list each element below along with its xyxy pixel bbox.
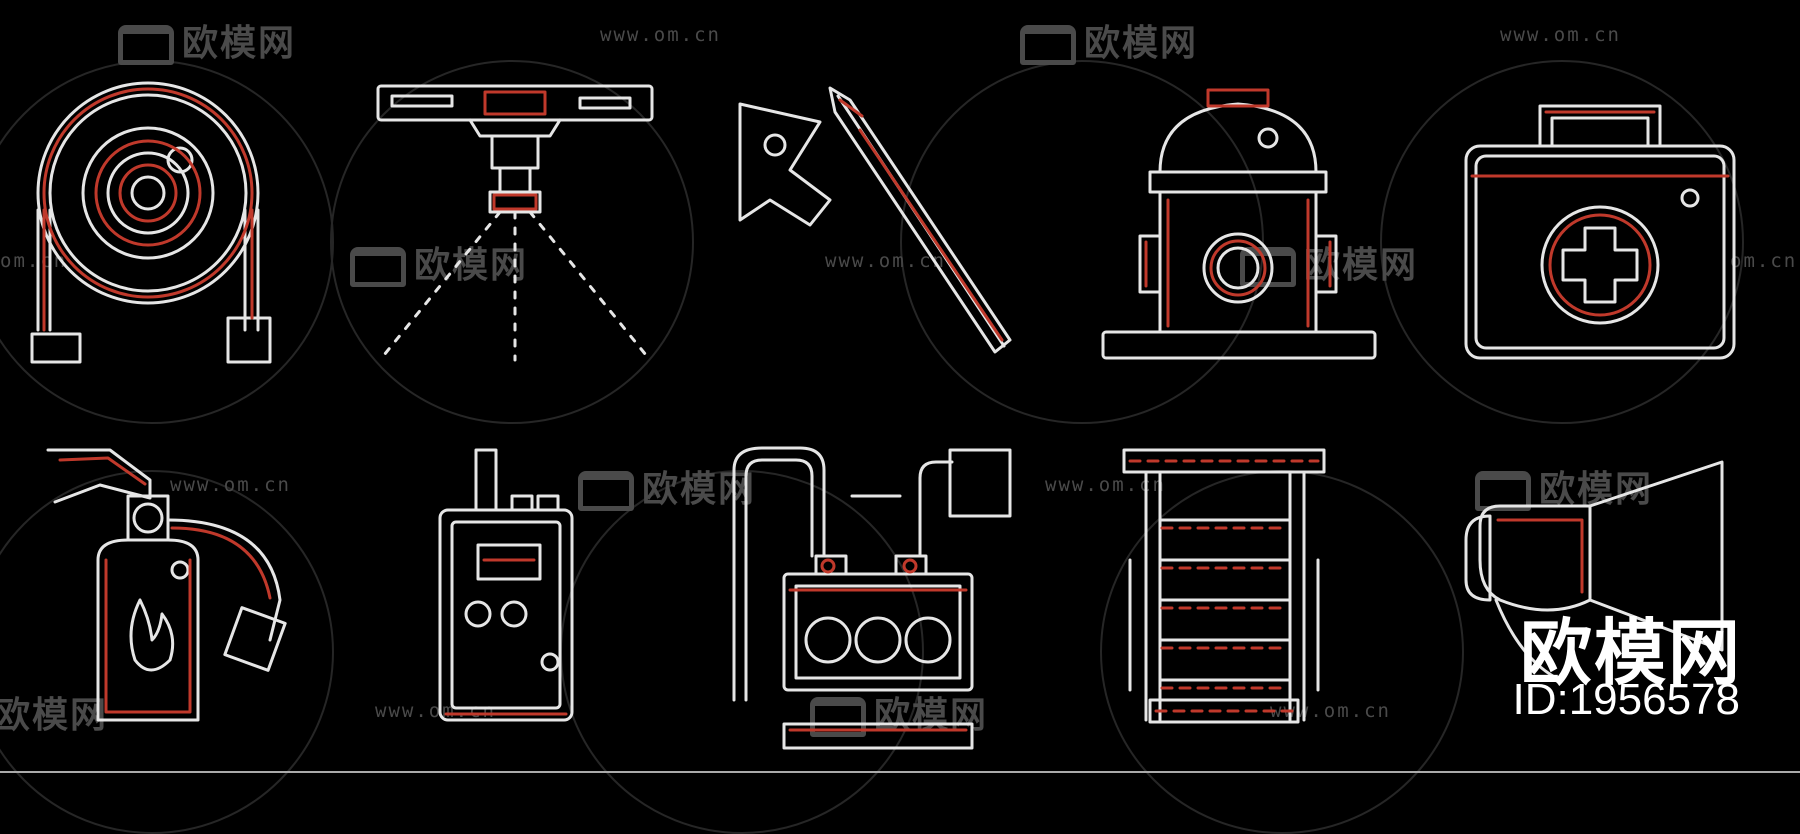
fire-alarm-siren-icon xyxy=(376,84,654,362)
sofa-logo-icon xyxy=(350,247,406,287)
watermark-url: www.om.cn xyxy=(1500,24,1621,46)
model-id-label: ID:1956578 xyxy=(1512,675,1740,724)
breathing-apparatus-icon xyxy=(732,446,1012,750)
fire-hose-reel-icon xyxy=(30,81,272,364)
watermark-brand-partial: 欧模网 xyxy=(0,695,109,736)
first-aid-kit-icon xyxy=(1464,104,1736,360)
fire-hydrant-icon xyxy=(1101,88,1377,360)
fire-axe-icon xyxy=(738,86,1012,354)
sofa-logo-icon xyxy=(118,25,174,65)
watermark-brand: 欧模网 xyxy=(118,14,296,66)
escape-ladder-icon xyxy=(1122,448,1326,724)
bg-circle xyxy=(1380,60,1744,424)
watermark-url-partial: om.cn xyxy=(1730,250,1798,272)
watermark-url: www.om.cn xyxy=(825,250,946,272)
fire-extinguisher-icon xyxy=(46,448,287,722)
watermark-brand: 欧模网 xyxy=(1020,14,1198,66)
gas-mask-icon xyxy=(1464,460,1724,682)
watermark-url: www.om.cn xyxy=(1045,474,1166,496)
bg-circle xyxy=(900,60,1264,424)
bottom-divider xyxy=(0,771,1800,773)
sofa-logo-icon xyxy=(1020,25,1076,65)
watermark-url: www.om.cn xyxy=(170,474,291,496)
sofa-logo-icon xyxy=(578,471,634,511)
watermark-url: www.om.cn xyxy=(1270,700,1391,722)
icons-canvas xyxy=(30,81,1736,750)
watermark-brand: 欧模网 xyxy=(350,236,528,288)
walkie-talkie-icon xyxy=(438,448,574,722)
watermark-url: www.om.cn xyxy=(375,700,496,722)
sofa-logo-icon xyxy=(1475,471,1531,511)
brand-badge: 欧模网 xyxy=(1519,611,1742,695)
watermark-url: www.om.cn xyxy=(600,24,721,46)
sofa-logo-icon xyxy=(810,697,866,737)
bg-circle xyxy=(330,60,694,424)
